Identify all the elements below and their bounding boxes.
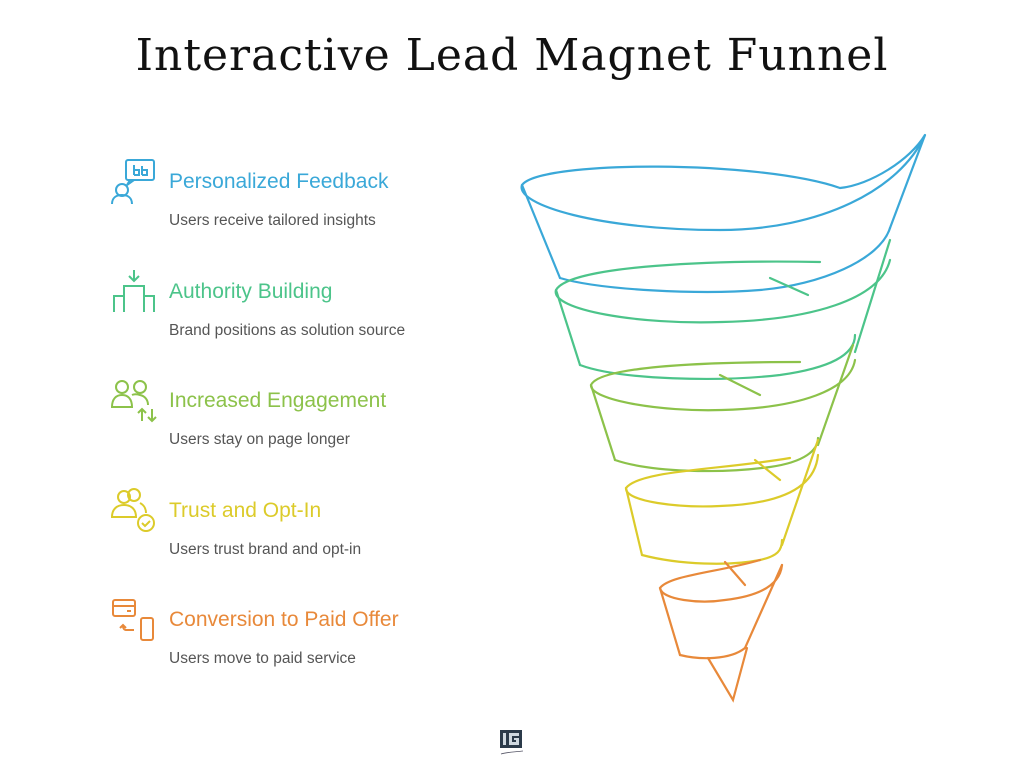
stage-heading: Authority Building (169, 280, 333, 303)
funnel-band-orange (658, 558, 784, 703)
stage-description: Users trust brand and opt-in (169, 541, 362, 558)
brand-logo (500, 730, 524, 755)
users-check-icon (110, 488, 155, 532)
stage-authority-building: Authority Building Brand positions as so… (108, 262, 468, 352)
stage-heading: Personalized Feedback (169, 170, 389, 193)
funnel-band-blue (520, 133, 927, 294)
page-title: Interactive Lead Magnet Funnel (135, 30, 889, 81)
stage-trust-opt-in: Trust and Opt-In Users trust brand and o… (108, 481, 468, 571)
feedback-chat-person-icon (111, 159, 155, 205)
stage-heading: Increased Engagement (169, 389, 387, 412)
stage-personalized-feedback: Personalized Feedback Users receive tail… (108, 152, 468, 242)
card-to-phone-icon (112, 599, 154, 641)
stage-heading: Trust and Opt-In (169, 499, 322, 522)
stage-heading: Conversion to Paid Offer (169, 608, 399, 631)
funnel-band-yellow (624, 438, 820, 565)
funnel-band-green (554, 238, 892, 380)
stage-description: Users receive tailored insights (169, 212, 376, 229)
funnel-band-lime (589, 343, 857, 473)
users-arrows-icon (110, 380, 157, 423)
stage-conversion-paid-offer: Conversion to Paid Offer Users move to p… (108, 590, 468, 680)
stage-description: Brand positions as solution source (169, 322, 406, 339)
stage-increased-engagement: Increased Engagement Users stay on page … (108, 371, 468, 461)
stage-description: Users move to paid service (169, 650, 356, 667)
stage-description: Users stay on page longer (169, 431, 350, 448)
podium-arrow-icon (113, 270, 155, 312)
